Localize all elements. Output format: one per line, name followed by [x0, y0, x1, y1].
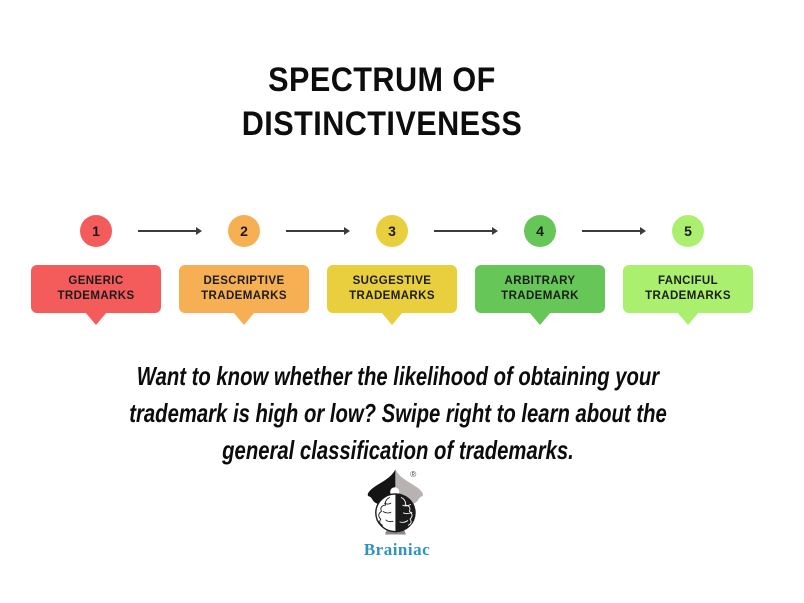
- step-number-5: 5: [684, 223, 692, 239]
- description-line1: Want to know whether the likelihood of o…: [136, 361, 660, 391]
- bubble-tail: [677, 312, 699, 325]
- step-number-2: 2: [240, 223, 248, 239]
- step-number-1: 1: [92, 223, 100, 239]
- bubble-label-line2: TRADEMARKS: [349, 290, 435, 302]
- label-bubble-fanciful-trademarks: FANCIFUL TRADEMARKS: [623, 265, 753, 325]
- arrow-head: [492, 227, 498, 235]
- bubble-label-line1: GENERIC: [68, 275, 124, 287]
- bubble-label-line1: FANCIFUL: [657, 275, 719, 287]
- step-circle-5: 5: [672, 215, 704, 247]
- arrow-shaft: [434, 230, 493, 232]
- page-title-line1: SPECTRUM OF: [268, 61, 496, 99]
- arrow-right-icon: [434, 227, 498, 235]
- bubble-label-line2: TRDEMARKS: [57, 290, 135, 302]
- registered-trademark-icon: ®: [410, 469, 417, 479]
- arrow-head: [640, 227, 646, 235]
- step-circle-4: 4: [524, 215, 556, 247]
- arrow-right-icon: [582, 227, 646, 235]
- bubble-tail: [529, 312, 551, 325]
- brand-name: Brainiac: [363, 540, 431, 559]
- page-title: SPECTRUM OF DISTINCTIVENESS: [38, 58, 726, 146]
- bubble-tail: [233, 312, 255, 325]
- bubble-label-line2: TRADEMARKS: [201, 290, 287, 302]
- description-line3: general classification of trademarks.: [222, 435, 574, 465]
- arrow-right-icon: [286, 227, 350, 235]
- label-bubble-suggestive-trademarks: SUGGESTIVE TRADEMARKS: [327, 265, 457, 325]
- bubble-label-line2: TRADEMARKS: [645, 290, 731, 302]
- step-circle-1: 1: [80, 215, 112, 247]
- arrow-right-icon: [138, 227, 202, 235]
- description-line2: trademark is high or low? Swipe right to…: [129, 398, 667, 428]
- pen-nib-brain-logo-icon: ®: [367, 469, 423, 535]
- brain-texture-left: [377, 496, 390, 526]
- brain-texture-right: [400, 496, 412, 526]
- bubble-label-line1: ARBITRARY: [504, 275, 576, 287]
- step-number-3: 3: [388, 223, 396, 239]
- arrow-shaft: [286, 230, 345, 232]
- bubble-label-line2: TRADEMARK: [501, 290, 579, 302]
- step-circle-2: 2: [228, 215, 260, 247]
- bubble-tail: [381, 312, 403, 325]
- arrow-shaft: [582, 230, 641, 232]
- step-number-4: 4: [536, 223, 544, 239]
- brain-texture-right-2: [398, 504, 412, 523]
- arrow-head: [196, 227, 202, 235]
- brand-logo: ® Brainiac: [0, 468, 794, 560]
- label-bubble-generic-trademarks: GENERIC TRDEMARKS: [31, 265, 161, 325]
- label-bubble-descriptive-trademarks: DESCRIPTIVE TRADEMARKS: [179, 265, 309, 325]
- step-circle-3: 3: [376, 215, 408, 247]
- page-title-line2: DISTINCTIVENESS: [241, 105, 523, 143]
- arrow-head: [344, 227, 350, 235]
- bubble-label-line1: DESCRIPTIVE: [203, 275, 285, 287]
- bubble-tail: [85, 312, 107, 325]
- bubble-label-line1: SUGGESTIVE: [352, 275, 432, 287]
- brain-texture-left-2: [382, 502, 393, 523]
- description-text: Want to know whether the likelihood of o…: [88, 358, 709, 469]
- arrow-shaft: [138, 230, 197, 232]
- label-bubble-arbitrary-trademark: ARBITRARY TRADEMARK: [475, 265, 605, 325]
